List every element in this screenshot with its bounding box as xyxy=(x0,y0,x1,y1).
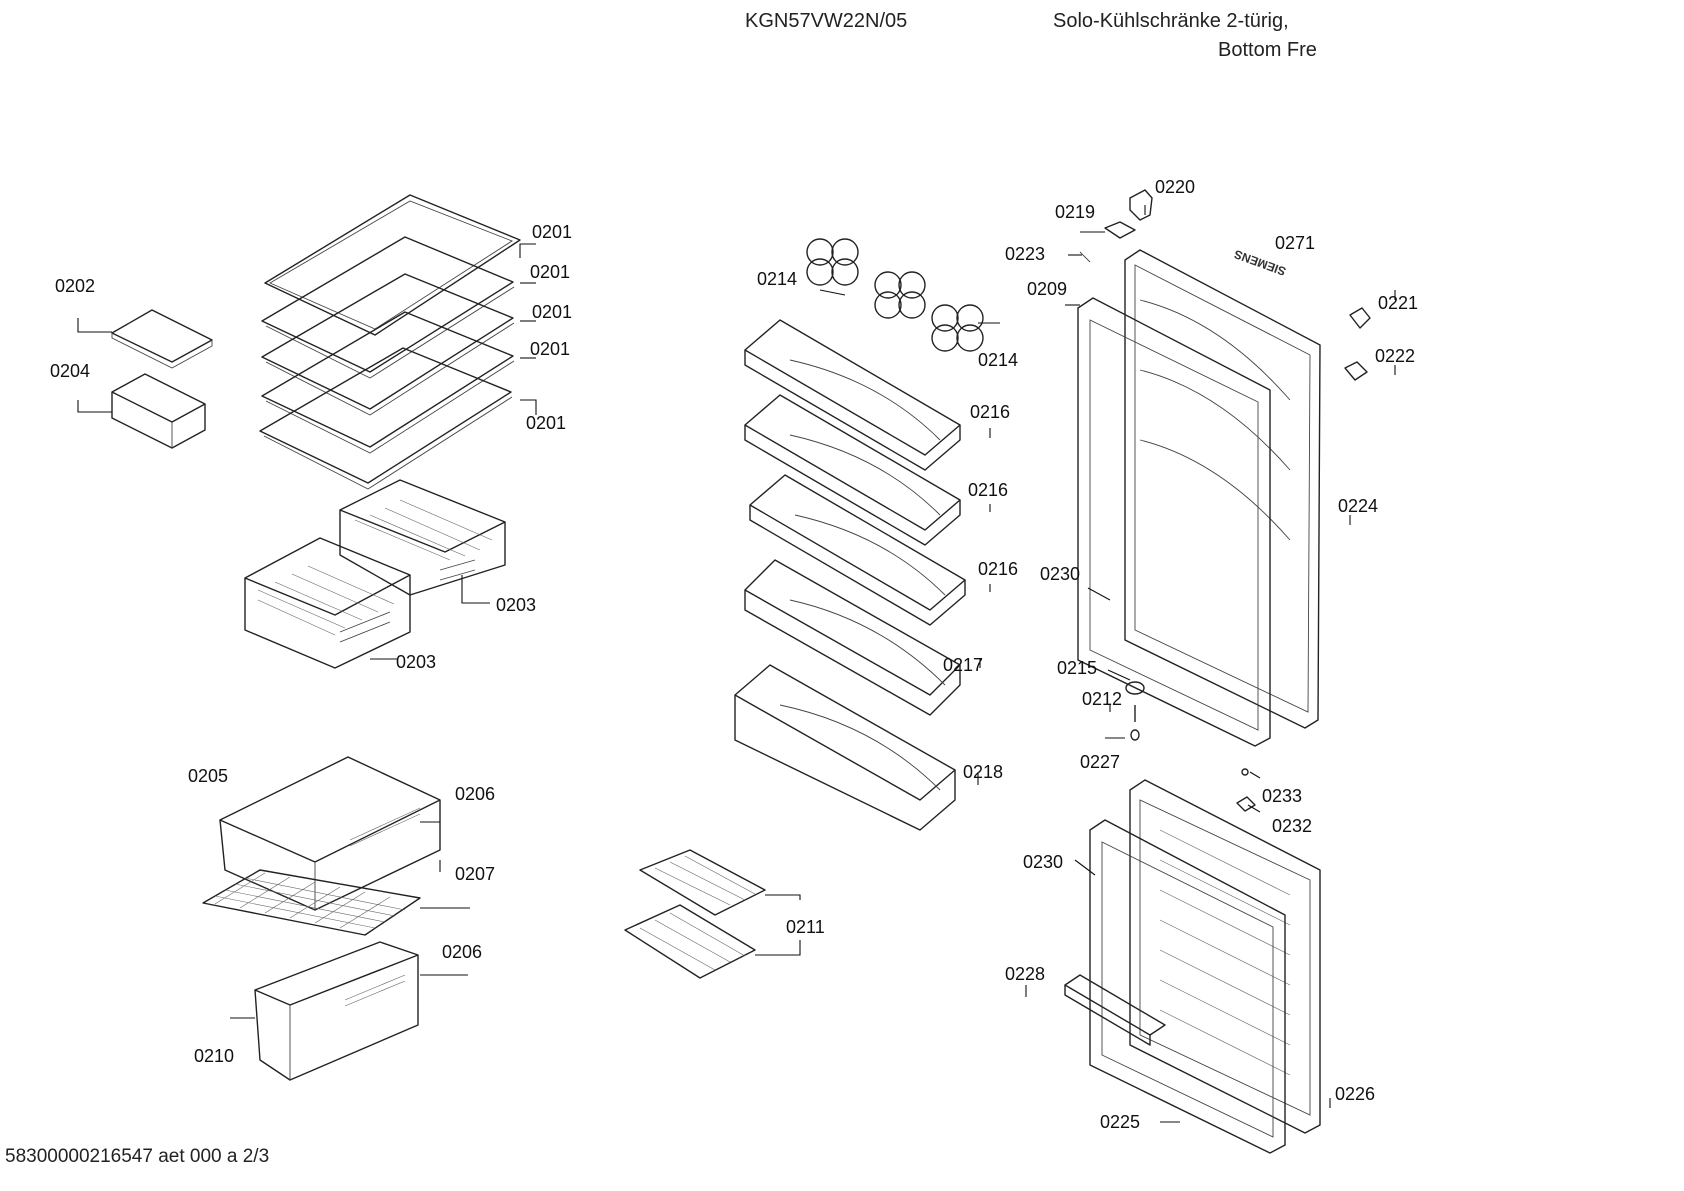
door-shelf-2 xyxy=(744,394,961,546)
callout-0271: 0271 xyxy=(1275,233,1315,253)
callout-0204: 0204 xyxy=(50,361,90,381)
crisper-drawer-front xyxy=(244,537,411,669)
freezer-handle xyxy=(1064,974,1166,1046)
hinge-part-right xyxy=(1349,307,1371,329)
callout-0201: 0201 xyxy=(530,262,570,282)
callout-0211: 0211 xyxy=(786,917,825,937)
callout-0210: 0210 xyxy=(194,1046,234,1066)
callout-0214: 0214 xyxy=(757,269,797,289)
callout-0223: 0223 xyxy=(1005,244,1045,264)
callout-0224: 0224 xyxy=(1338,496,1378,516)
callout-0225: 0225 xyxy=(1100,1112,1140,1132)
callout-0207: 0207 xyxy=(455,864,495,884)
door-shelf-bottle xyxy=(734,664,956,831)
callout-0201: 0201 xyxy=(532,222,572,242)
model-number: KGN57VW22N/05 xyxy=(745,10,908,32)
callout-0209: 0209 xyxy=(1027,279,1067,299)
callout-0228: 0228 xyxy=(1005,964,1045,984)
crisper-drawer-rear xyxy=(339,479,506,596)
callout-0219: 0219 xyxy=(1055,202,1095,222)
freezer-door-seal xyxy=(1089,819,1286,1154)
door-shelf-3 xyxy=(749,474,966,626)
callout-0222: 0222 xyxy=(1375,346,1415,366)
callout-0206: 0206 xyxy=(455,784,495,804)
callout-0203: 0203 xyxy=(396,652,436,672)
appliance-description-line2: Bottom Fre xyxy=(1218,39,1317,61)
egg-tray-bottom xyxy=(931,304,984,352)
hinge-bush xyxy=(1344,361,1368,381)
callout-0203: 0203 xyxy=(496,595,536,615)
callout-0233: 0233 xyxy=(1262,786,1302,806)
hinge-cover xyxy=(1104,221,1136,239)
callout-0214: 0214 xyxy=(978,350,1018,370)
callout-0226: 0226 xyxy=(1335,1084,1375,1104)
hinge-bottom xyxy=(1125,681,1145,741)
butter-compartment-box xyxy=(111,373,206,449)
hinge-top xyxy=(1129,189,1153,221)
callout-0216: 0216 xyxy=(970,402,1010,422)
wire-shelf-grille xyxy=(202,869,421,936)
callout-0232: 0232 xyxy=(1272,816,1312,836)
glass-shelf-stack xyxy=(259,194,521,490)
door-shelf-4 xyxy=(744,559,961,716)
leader-lines xyxy=(77,205,1396,1123)
callout-0217: 0217 xyxy=(943,655,983,675)
freezer-drawer-upper xyxy=(219,756,441,911)
callout-0216: 0216 xyxy=(968,480,1008,500)
callout-0220: 0220 xyxy=(1155,177,1195,197)
callout-0201: 0201 xyxy=(526,413,566,433)
callout-0221: 0221 xyxy=(1378,293,1418,313)
callout-0201: 0201 xyxy=(532,302,572,322)
callout-0230: 0230 xyxy=(1023,852,1063,872)
callout-0202: 0202 xyxy=(55,276,95,296)
freezer-door xyxy=(1129,779,1321,1134)
egg-tray-top xyxy=(806,238,859,286)
callout-0206: 0206 xyxy=(442,942,482,962)
ice-cube-tray-lower xyxy=(624,904,756,979)
freezer-drawer-lower xyxy=(254,941,419,1081)
callout-0218: 0218 xyxy=(963,762,1003,782)
callout-0201: 0201 xyxy=(530,339,570,359)
appliance-description-line1: Solo-Kühlschränke 2-türig, xyxy=(1053,10,1289,32)
fridge-door: SIEMENS xyxy=(1124,247,1321,729)
egg-tray-middle xyxy=(874,271,926,319)
callout-0205: 0205 xyxy=(188,766,228,786)
callout-0230: 0230 xyxy=(1040,564,1080,584)
ice-cube-tray-upper xyxy=(639,849,766,916)
butter-compartment-lid xyxy=(111,309,213,369)
callout-labels: 0201 0201 0201 0201 0201 0202 0204 0203 … xyxy=(50,177,1418,1132)
freezer-hinge-parts xyxy=(1236,768,1256,812)
hinge-pin-small xyxy=(1079,251,1091,263)
callout-0216: 0216 xyxy=(978,559,1018,579)
document-code: 58300000216547 aet 000 a 2/3 xyxy=(5,1146,270,1167)
door-shelf-1 xyxy=(744,319,961,471)
fridge-door-seal xyxy=(1077,297,1271,747)
callout-0227: 0227 xyxy=(1080,752,1120,772)
callout-0215: 0215 xyxy=(1057,658,1097,678)
callout-0212: 0212 xyxy=(1082,689,1122,709)
